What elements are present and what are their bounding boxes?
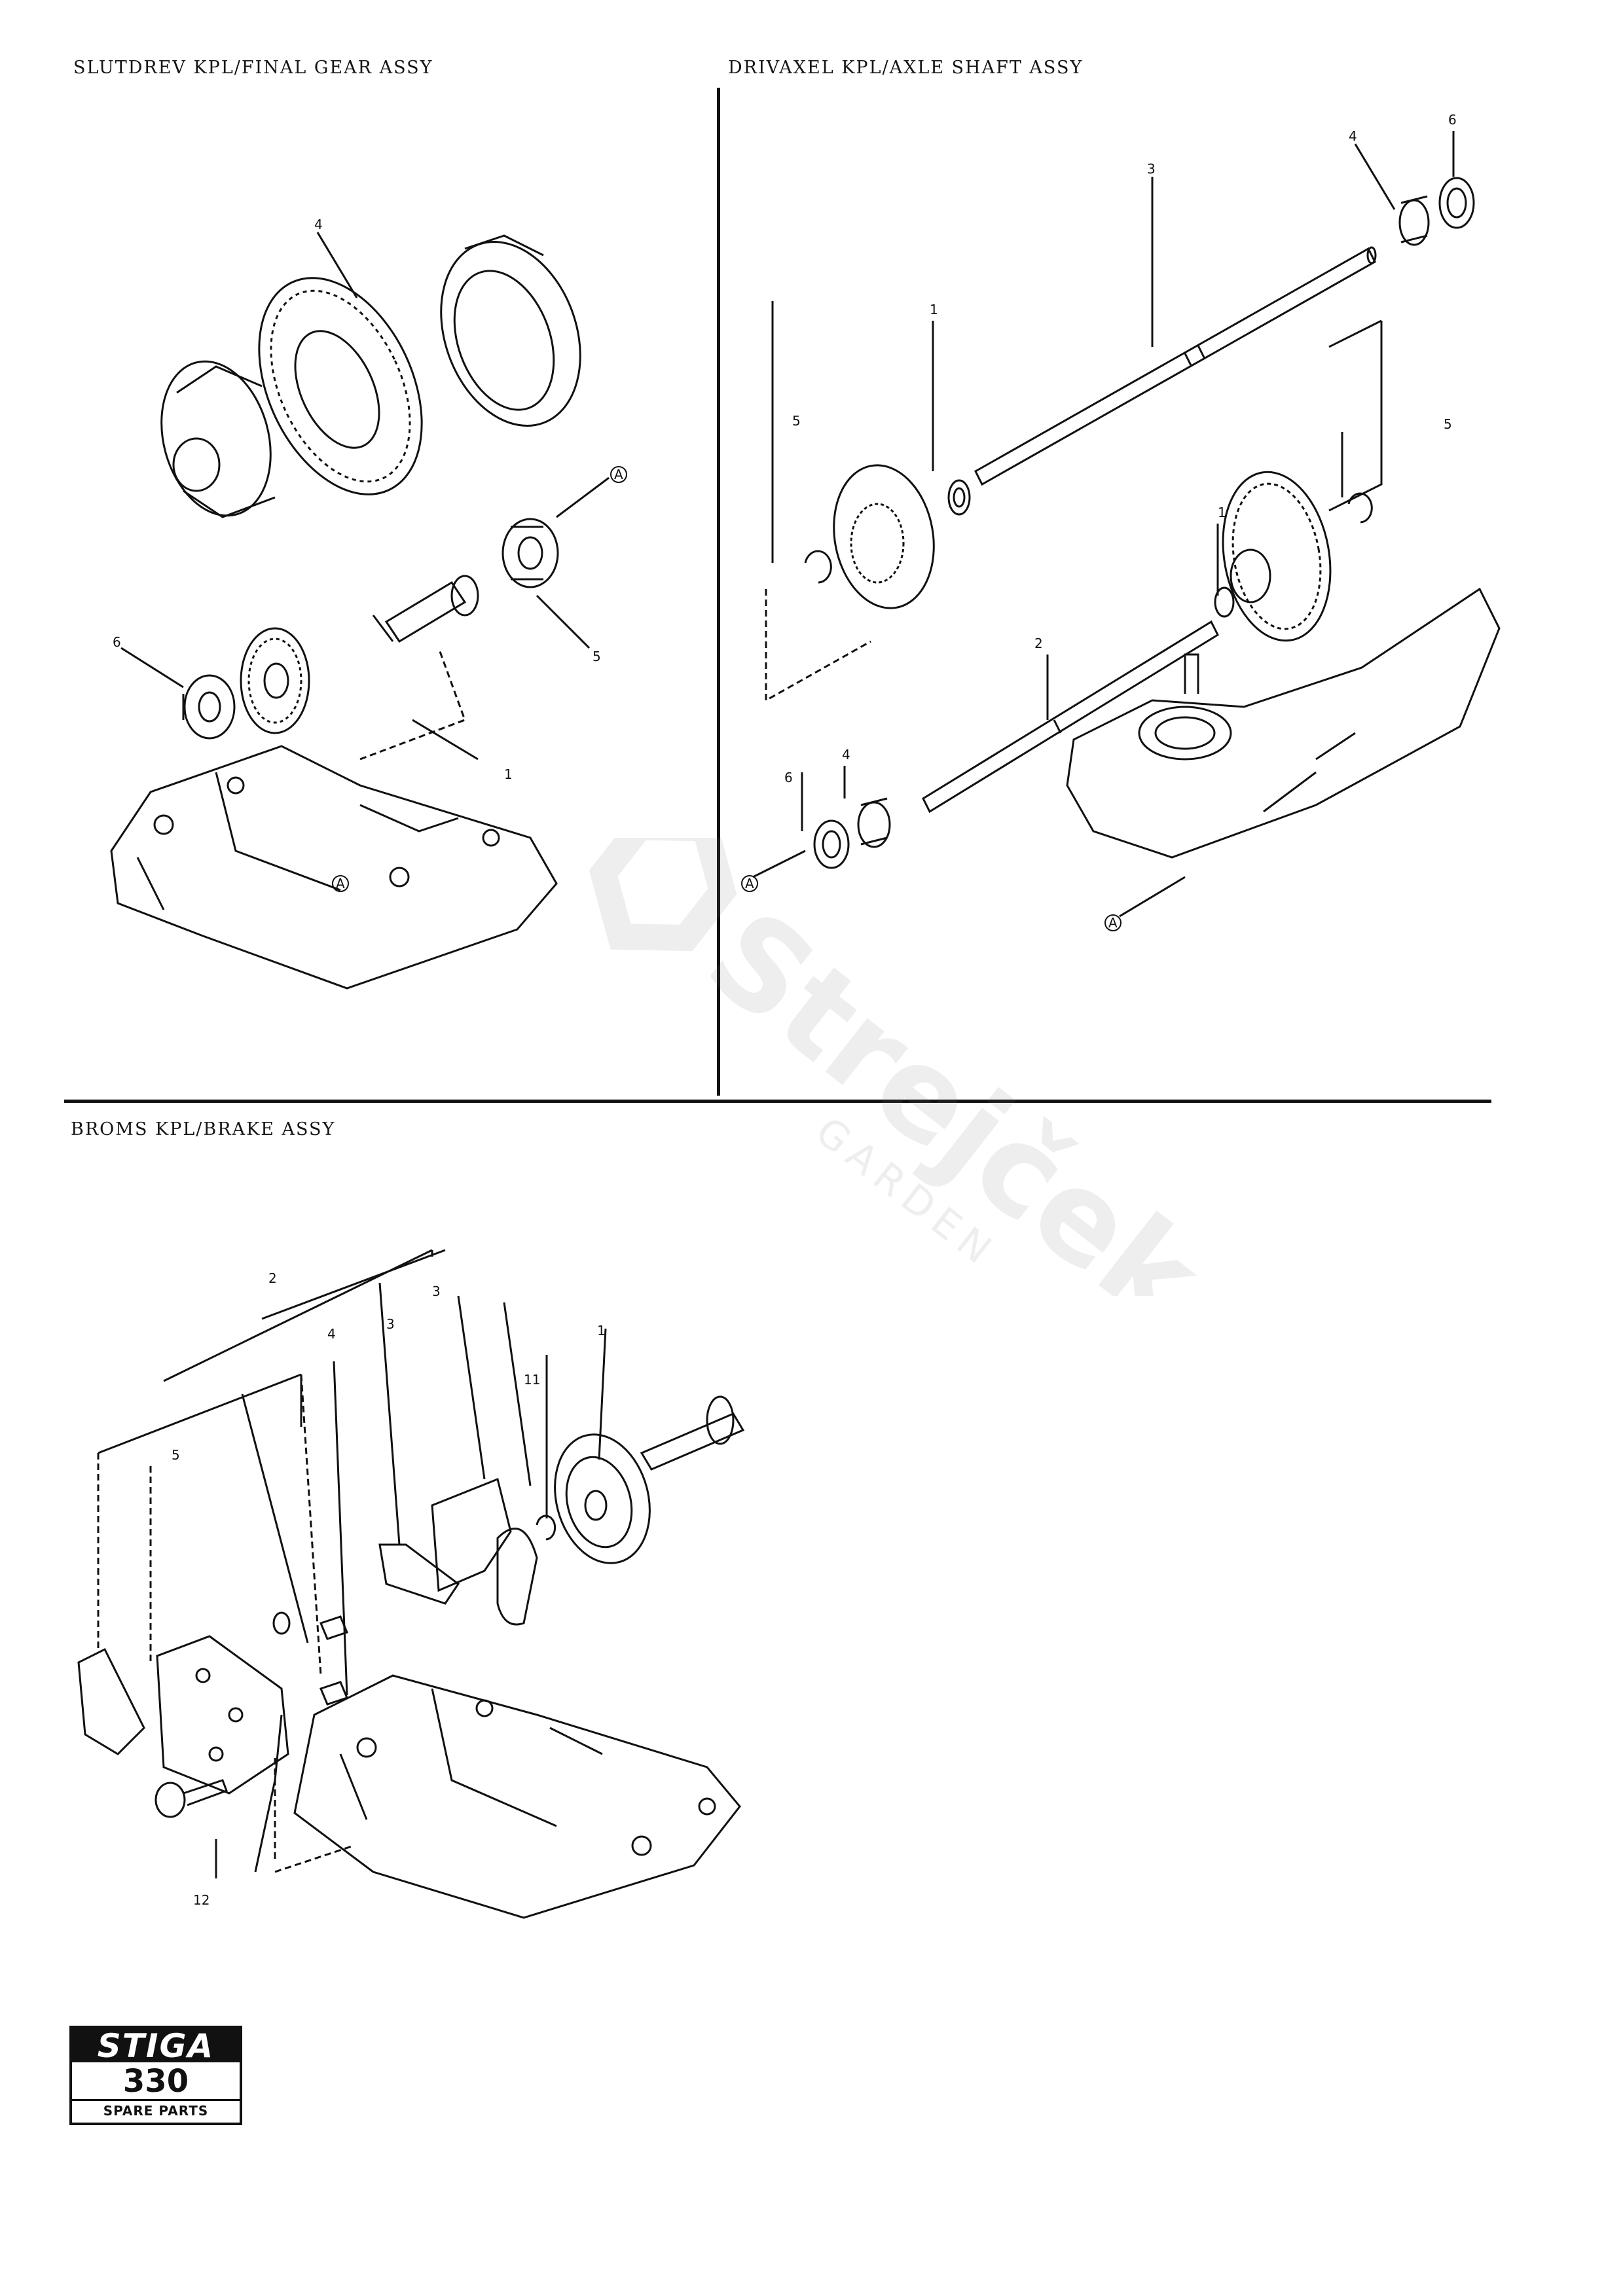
callout-label: 4	[314, 217, 323, 232]
callout-label: 1	[597, 1323, 606, 1338]
logo-brand: STIGA	[72, 2028, 240, 2064]
callout-label: 5	[593, 649, 601, 664]
axle-shaft-3	[974, 246, 1377, 486]
vertical-divider	[717, 88, 720, 1096]
callout-label: 2	[1034, 636, 1043, 651]
callout-label: 1	[1218, 505, 1226, 520]
bracket	[77, 1647, 145, 1755]
callout-label: 4	[842, 747, 850, 762]
washer-1-right	[1214, 586, 1235, 618]
final-gear-callouts: 4 A 5 6 1 A	[113, 217, 627, 892]
callout-label: 5	[792, 413, 801, 429]
final-gear-drawing: 4 A 5 6 1 A	[110, 217, 627, 990]
adjuster-pins	[272, 1611, 349, 1706]
callout-label: 3	[1147, 161, 1156, 177]
brake-title: BROMS KPL/BRAKE ASSY	[71, 1119, 336, 1139]
brake-lever	[431, 1477, 512, 1592]
circlip-5-right	[1347, 492, 1373, 524]
callout-label: 1	[930, 302, 938, 317]
axle-shaft-callouts: 4 6 3 1 5 5 1 2 6 4 A A	[741, 112, 1457, 931]
callout-label: 3	[432, 1283, 441, 1299]
callout-label: 6	[784, 770, 793, 785]
bearing-6	[182, 674, 236, 740]
circlip-11	[536, 1515, 556, 1541]
callout-label: 3	[386, 1316, 395, 1332]
callout-label: A	[614, 467, 623, 482]
brake-drawing: 2 4 3 3 11 1 5 12	[77, 1249, 745, 1919]
pinion-gear	[240, 627, 310, 734]
seal-6-bottom	[813, 819, 850, 869]
stiga-330-logo: STIGA 330 SPARE PARTS	[69, 2026, 242, 2125]
diff-ring-gear-right	[1222, 471, 1332, 642]
callout-label: A	[336, 876, 345, 891]
callout-label: 5	[1444, 416, 1452, 432]
callout-label: 12	[193, 1892, 210, 1908]
brake-pinion-shaft	[640, 1395, 745, 1471]
washer-1-top	[947, 479, 971, 516]
brake-housing	[293, 1674, 741, 1919]
bolt-12	[155, 1779, 228, 1818]
ring-gear	[258, 277, 423, 495]
needle-bearing-4-top	[1398, 195, 1430, 246]
needle-bearing-4-bottom	[857, 797, 891, 848]
brake-callouts: 2 4 3 3 11 1 5 12	[172, 1270, 606, 1908]
callout-label: 1	[504, 766, 513, 782]
callout-label: 4	[327, 1326, 336, 1342]
callout-label: 11	[524, 1372, 540, 1388]
watermark-sub: GARDEN	[807, 1109, 1006, 1278]
logo-caption: SPARE PARTS	[72, 2099, 240, 2121]
diff-half-left	[833, 464, 935, 609]
diff-case	[160, 360, 276, 518]
transmission-housing	[1066, 587, 1501, 859]
mounting-plate	[156, 1635, 289, 1795]
circlip-5-left	[804, 550, 832, 584]
pinion-shaft	[372, 575, 479, 643]
diff-cover	[440, 234, 581, 427]
callout-label: 4	[1349, 128, 1357, 144]
bearing-5	[501, 518, 559, 588]
callout-label: 2	[268, 1270, 277, 1286]
gear-housing	[110, 745, 558, 990]
axle-shaft-2	[922, 620, 1219, 814]
callout-label: 6	[1448, 112, 1457, 128]
logo-model: 330	[122, 2063, 189, 2100]
callout-label: 6	[113, 634, 121, 650]
callout-label: A	[745, 876, 754, 891]
callout-label: 5	[172, 1447, 180, 1463]
callout-label: A	[1108, 915, 1118, 931]
brake-drum	[554, 1433, 651, 1564]
axle-shaft-title: DRIVAXEL KPL/AXLE SHAFT ASSY	[728, 58, 1084, 78]
brake-shoe	[496, 1527, 538, 1626]
seal-6-top	[1438, 177, 1475, 229]
brake-spring	[378, 1543, 460, 1605]
horizontal-divider	[64, 1100, 1491, 1103]
axle-shaft-drawing: 4 6 3 1 5 5 1 2 6 4 A A	[741, 112, 1501, 931]
final-gear-title: SLUTDREV KPL/FINAL GEAR ASSY	[73, 58, 433, 78]
